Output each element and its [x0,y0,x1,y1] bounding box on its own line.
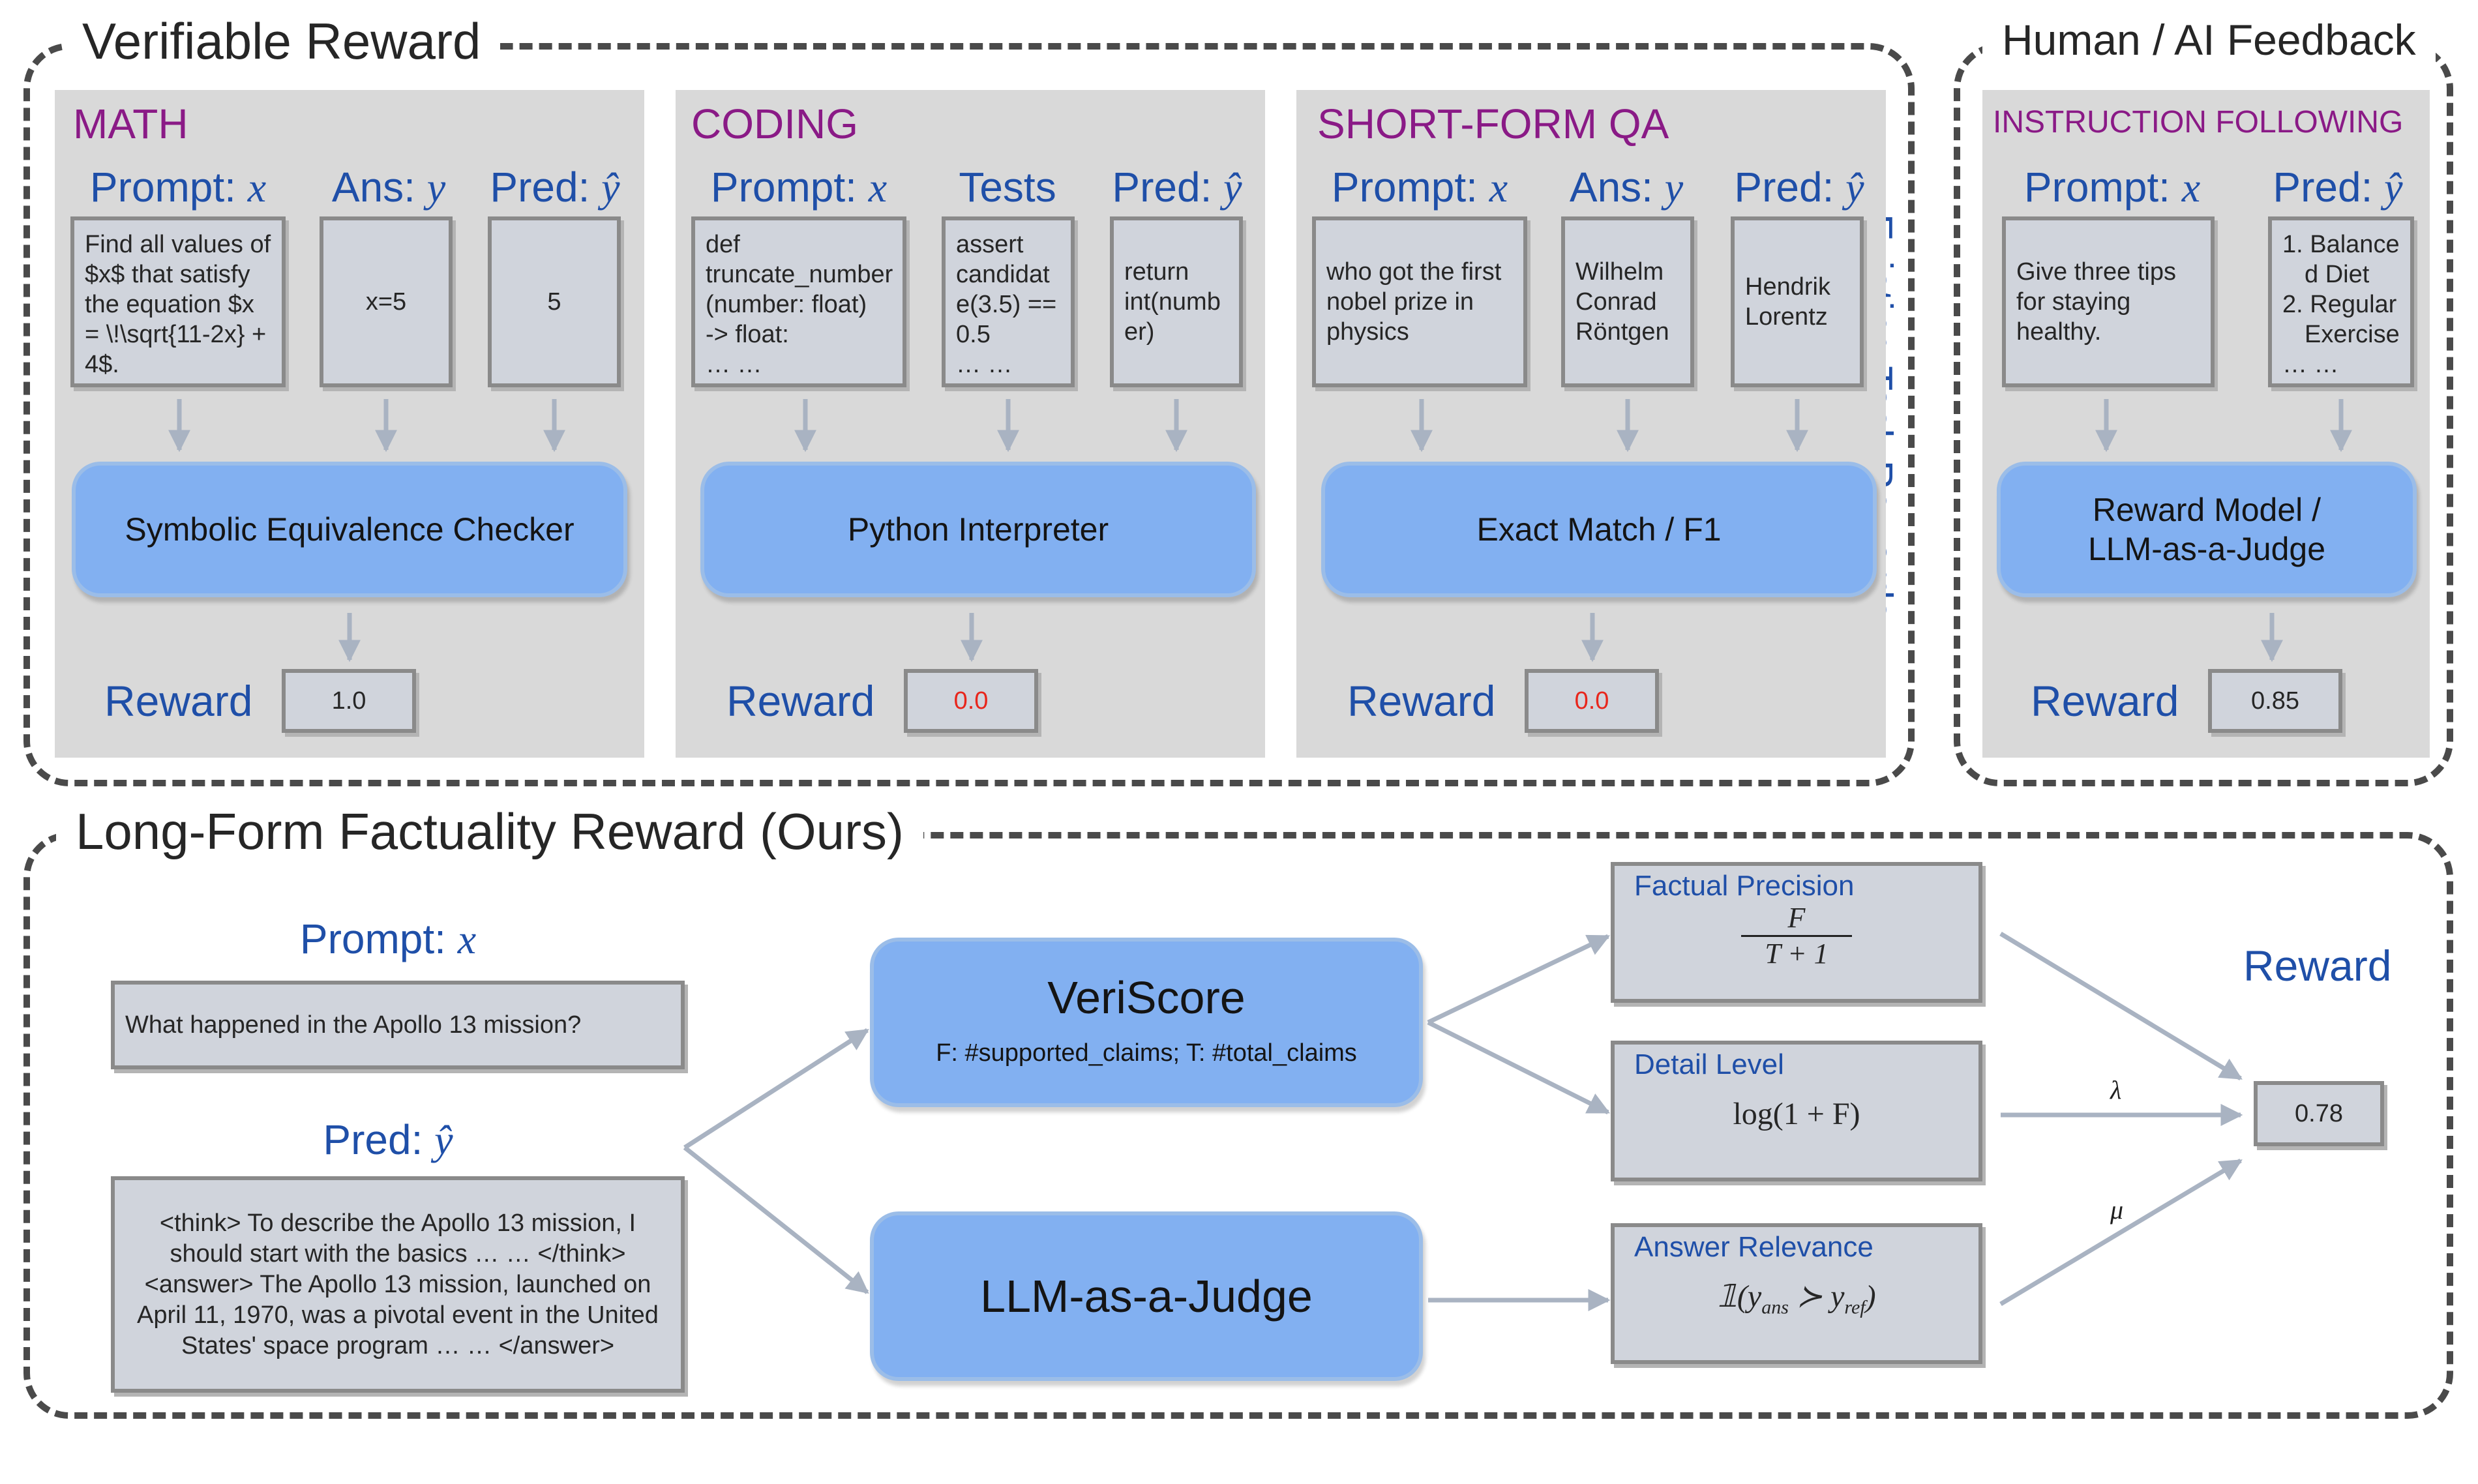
math-prompt-box: Find all values of $x$ that satisfy the … [70,216,286,387]
veriscore: VeriScore F: #supported_claims; T: #tota… [870,938,1423,1107]
lf-reward-box: 0.78 [2254,1081,2384,1146]
qa-reward-box: 0.0 [1525,669,1659,733]
qa-prompt-label: Prompt: x [1331,164,1508,211]
instruction-panel [1982,90,2430,758]
qa-ans-label: Ans: y [1569,164,1684,211]
math-ans-label: Ans: y [331,164,446,211]
qa-title: SHORT-FORM QA [1317,100,1669,147]
lf-prompt-box: What happened in the Apollo 13 mission? [111,981,685,1069]
math-prompt-label: Prompt: x [89,164,267,211]
instr-prompt-label: Prompt: x [2023,164,2201,211]
section-title-verifiable: Verifiable Reward [63,16,501,67]
instr-pred-label: Pred: ŷ [2273,164,2403,211]
math-reward-box: 1.0 [282,669,416,733]
qa-reward-label: Reward [1347,677,1496,725]
instruction-title: INSTRUCTION FOLLOWING [1993,105,2404,140]
lf-prompt-label: Prompt: x [299,915,477,962]
math-ans-box: x=5 [320,216,453,387]
coding-reward-box: 0.0 [904,669,1038,733]
arrow-pred-judge [683,1146,869,1294]
symbolic-checker: Symbolic Equivalence Checker [72,462,627,597]
mu-label: μ [2110,1195,2124,1224]
lf-reward-label: Reward [2243,942,2392,990]
math-reward-label: Reward [104,677,253,725]
arrow-veriscore-precision [1427,934,1611,1025]
arrow-pred-veriscore [683,1028,869,1150]
llm-as-a-judge: LLM-as-a-Judge [870,1211,1423,1381]
coding-reward-label: Reward [726,677,875,725]
instr-reward-box: 0.85 [2208,669,2342,733]
answer-relevance-box: Answer Relevance 𝟙(yans ≻ yref) [1611,1223,1982,1364]
coding-title: CODING [691,100,858,147]
arrow-veriscore-detail [1427,1020,1611,1115]
lf-pred-label: Pred: ŷ [323,1116,453,1163]
math-pred-box: 5 [488,216,621,387]
math-title: MATH [73,100,188,147]
arrow-relevance-reward [1999,1158,2243,1307]
coding-pred-label: Pred: ŷ [1112,164,1242,211]
section-title-longform: Long-Form Factuality Reward (Ours) [56,806,924,857]
verifiable-reward-container [23,43,1915,786]
qa-pred-label: Pred: ŷ [1734,164,1864,211]
arrow-precision-reward [1999,932,2243,1080]
lambda-label: λ [2110,1075,2122,1105]
coding-prompt-label: Prompt: x [710,164,888,211]
section-title-human-ai: Human / AI Feedback [1982,18,2436,61]
longform-container [23,832,2453,1419]
detail-level-box: Detail Level log(1 + F) [1611,1041,1982,1181]
coding-tests-label: Tests [959,164,1056,211]
factual-precision-box: Factual Precision F T + 1 [1611,862,1982,1003]
python-interpreter: Python Interpreter [700,462,1256,597]
instr-reward-label: Reward [2031,677,2179,725]
exact-match-f1: Exact Match / F1 [1321,462,1877,597]
math-pred-label: Pred: ŷ [490,164,620,211]
reward-model-judge: Reward Model /LLM-as-a-Judge [1997,462,2417,597]
lf-pred-box: <think> To describe the Apollo 13 missio… [111,1176,685,1393]
